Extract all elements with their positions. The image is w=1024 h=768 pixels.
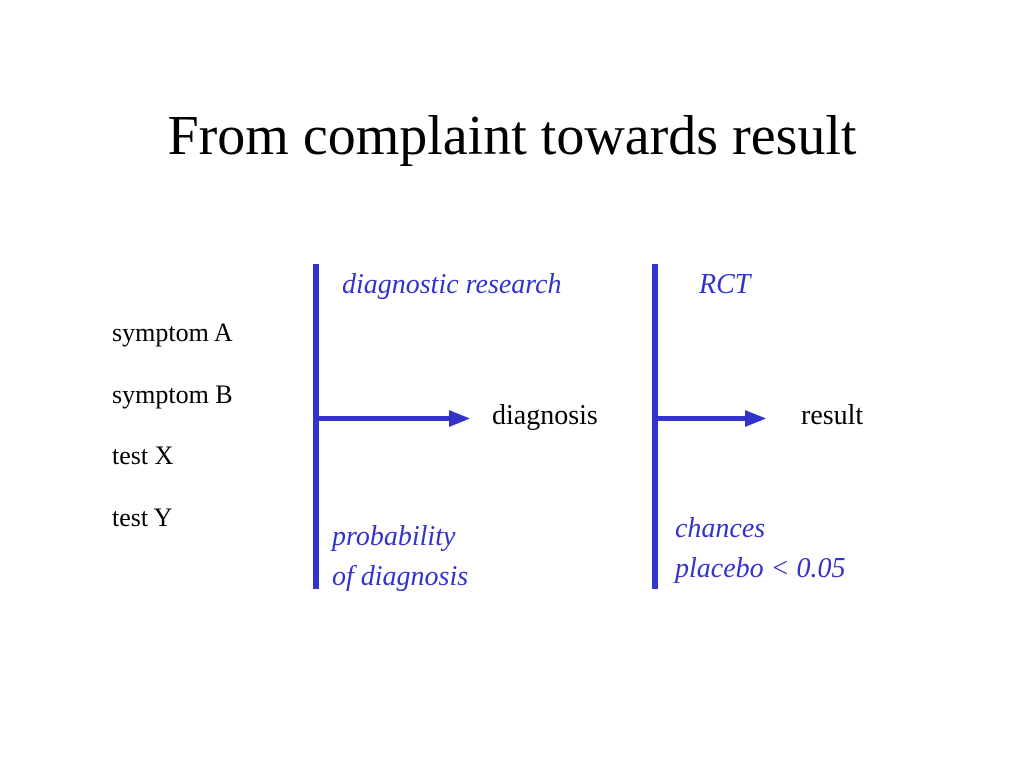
stage2-bottom-label: chances placebo < 0.05 — [675, 509, 846, 589]
input-item-test-y: test Y — [112, 503, 173, 532]
stage2-bottom-label-line-1: chances — [675, 513, 766, 544]
stage1-arrow-head — [449, 410, 470, 427]
input-item-symptom-a: symptom A — [112, 318, 233, 347]
stage1-output-label: diagnosis — [492, 400, 598, 431]
stage1-bottom-label-line-1: probability — [332, 521, 456, 552]
stage2-output-label: result — [801, 400, 864, 431]
stage1-bottom-label-line-2: of diagnosis — [332, 561, 469, 592]
stage1-arrow-shaft — [316, 416, 451, 421]
stage1-top-label: diagnostic research — [342, 269, 562, 300]
input-item-symptom-b: symptom B — [112, 380, 233, 409]
input-item-test-x: test X — [112, 441, 174, 470]
stage2-top-label: RCT — [699, 269, 751, 300]
stage1-boundary-line — [313, 264, 319, 589]
slide-title: From complaint towards result — [167, 105, 857, 167]
stage2-arrow-head — [745, 410, 766, 427]
stage2-bottom-label-line-2: placebo < 0.05 — [675, 553, 846, 584]
stage2-boundary-line — [652, 264, 658, 589]
stage1-bottom-label: probability of diagnosis — [332, 517, 468, 597]
stage2-arrow-shaft — [655, 416, 747, 421]
